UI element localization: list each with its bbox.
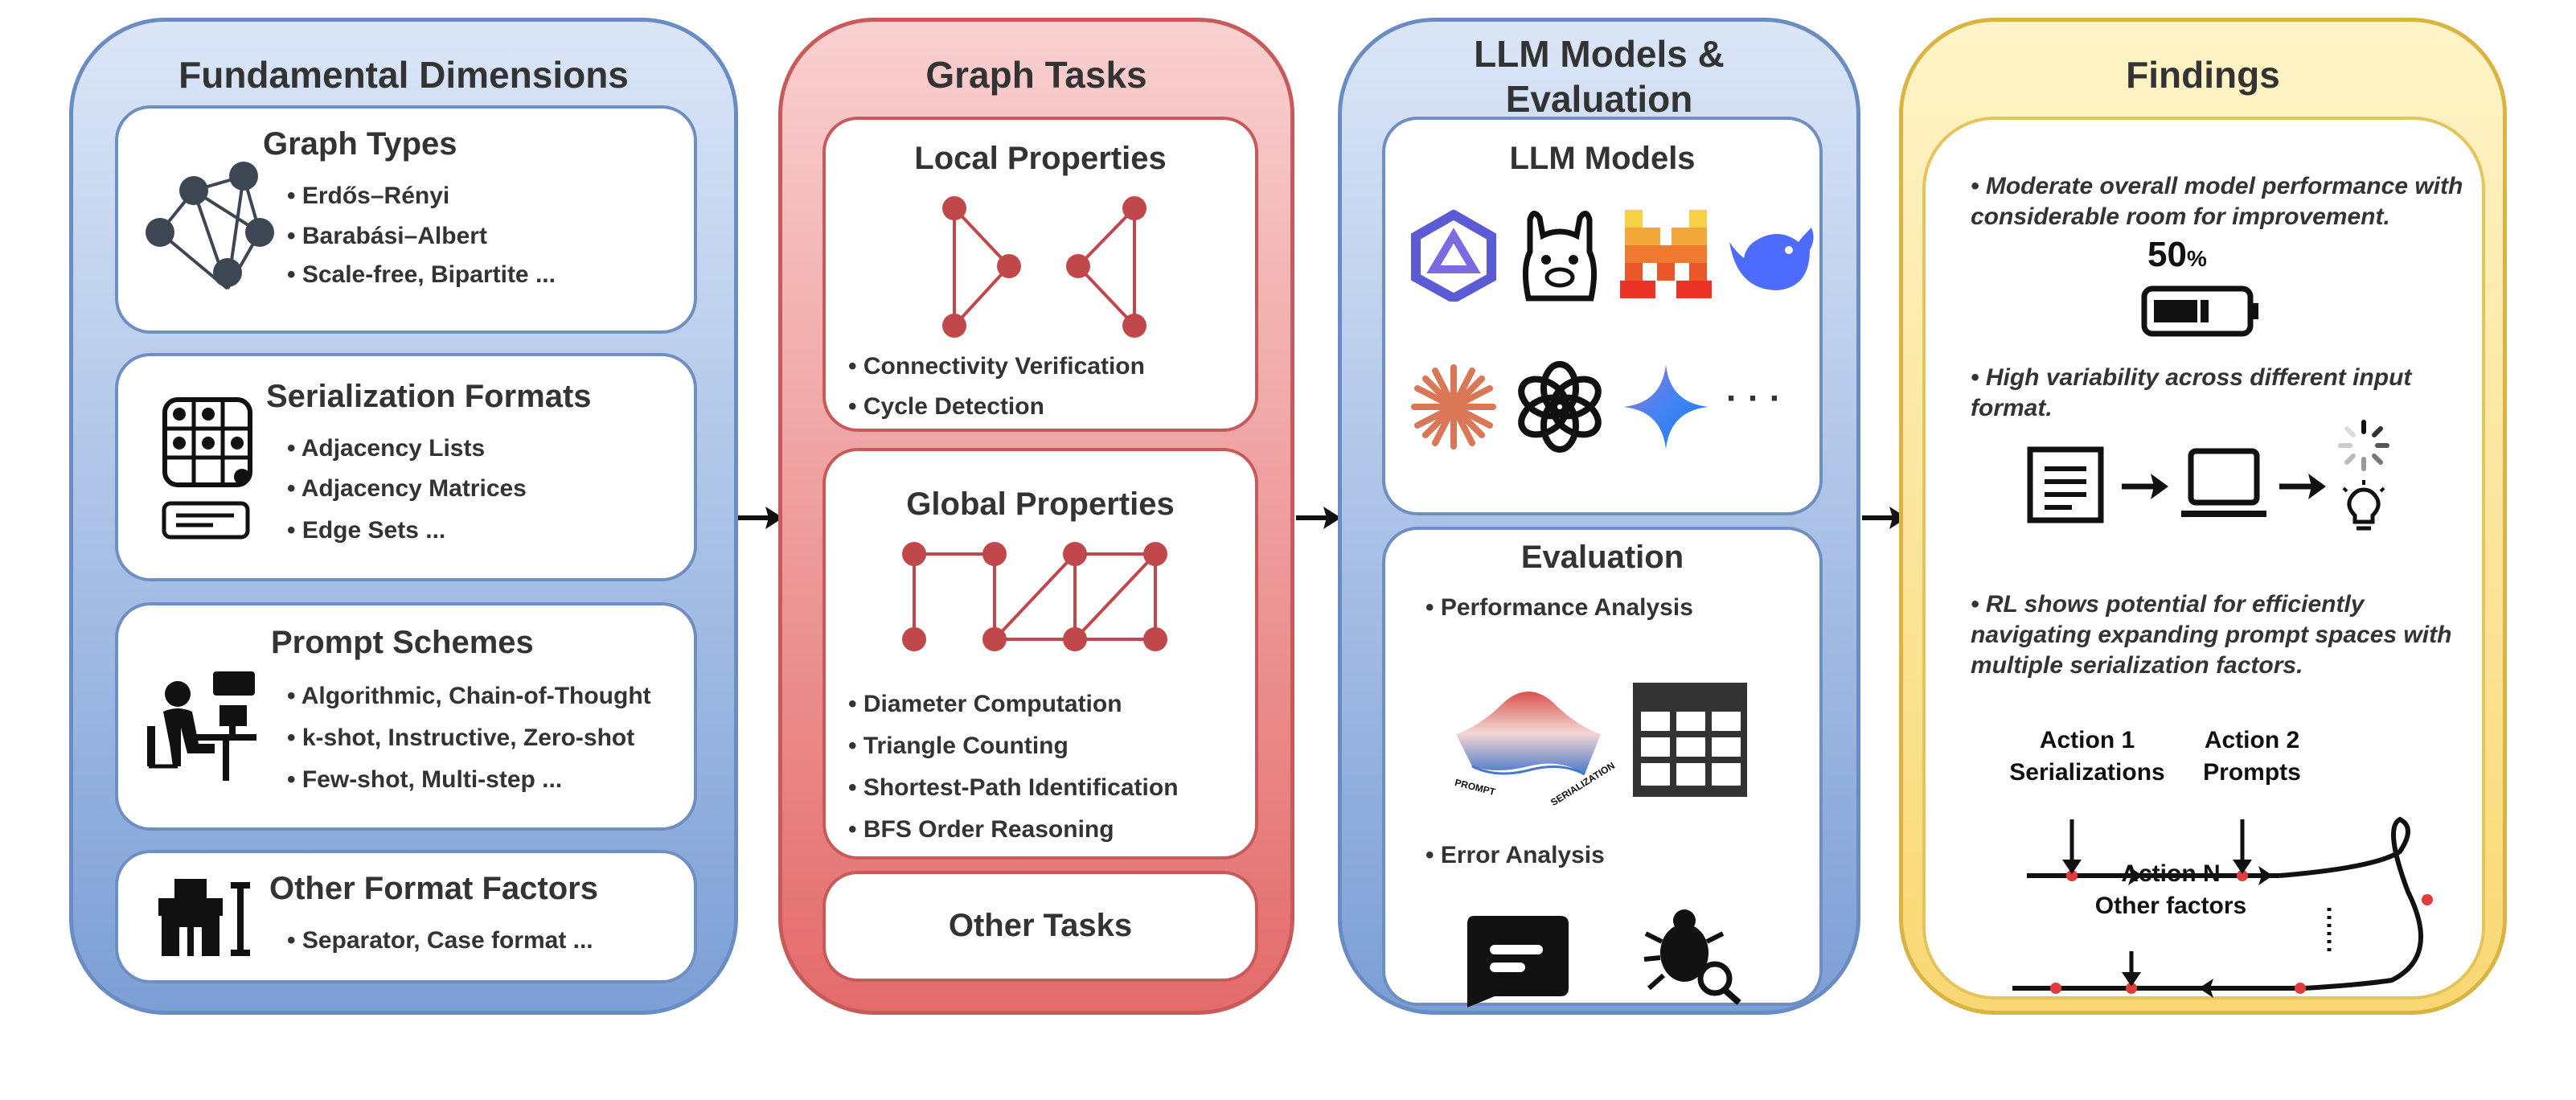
battery-value: 50%	[2147, 237, 2207, 275]
graph-type-item: Erdős–Rényi	[287, 183, 449, 210]
llm-models-title: LLM Models	[1509, 141, 1696, 176]
actionN-title: Action N	[2121, 860, 2221, 887]
graph-type-item: Scale-free, Bipartite ...	[287, 261, 556, 289]
arrow-right-icon	[2122, 474, 2168, 499]
global-task-item: Triangle Counting	[848, 733, 1069, 760]
battery-unit: %	[2186, 246, 2207, 271]
dimensions-title: Fundamental Dimensions	[178, 54, 629, 96]
tasks-title: Graph Tasks	[925, 54, 1147, 96]
prompt-schemes-card: Prompt Schemes Algorithmic, Chain-of-Tho…	[115, 602, 697, 831]
llm-title-line1: LLM Models &	[1474, 33, 1725, 75]
global-task-item: Shortest-Path Identification	[848, 774, 1179, 802]
action1-sub: Serializations	[2009, 759, 2165, 786]
gemini-icon	[1623, 364, 1708, 449]
claude-icon	[1411, 364, 1496, 449]
findings-panel: Findings • Moderate overall model perfor…	[1899, 18, 2507, 1015]
rl-action-path	[2012, 816, 2433, 998]
desk-icon	[158, 879, 250, 956]
lightbulb-icon	[2342, 480, 2385, 531]
flow-arrow-icon	[1862, 507, 1907, 529]
llm-models-card: LLM Models	[1382, 117, 1823, 515]
action1-label: Action 1 Serializations	[2003, 724, 2172, 789]
local-graph-icon	[942, 196, 1146, 338]
action2-label: Action 2 Prompts	[2196, 724, 2308, 789]
serialization-item: Adjacency Lists	[287, 435, 485, 462]
evaluation-title: Evaluation	[1520, 540, 1684, 575]
local-properties-title: Local Properties	[914, 141, 1167, 176]
graph-network-icon	[146, 162, 274, 290]
evaluation-card: Evaluation Performance Analysis PROMPT S…	[1382, 527, 1823, 1008]
finding-item: • High variability across different inpu…	[1971, 364, 2412, 421]
llama-icon	[1523, 211, 1597, 302]
prompt-scheme-item: Algorithmic, Chain-of-Thought	[287, 683, 651, 710]
battery-icon	[2141, 285, 2258, 337]
document-icon	[2027, 446, 2104, 523]
llm-panel: LLM Models & Evaluation LLM Models	[1338, 18, 1860, 1015]
local-task-item: Cycle Detection	[848, 393, 1044, 421]
arrow-right-icon	[2279, 474, 2326, 499]
graph-types-card: Graph Types Erdős–Rényi Barabási–Albert …	[115, 105, 697, 334]
battery-number: 50	[2147, 235, 2187, 274]
other-tasks-card: Other Tasks	[822, 871, 1258, 982]
action2-sub: Prompts	[2203, 759, 2301, 786]
findings-card: • Moderate overall model performance wit…	[1922, 117, 2485, 999]
llm-title-line2: Evaluation	[1505, 78, 1693, 120]
local-task-item: Connectivity Verification	[848, 353, 1145, 380]
prompt-scheme-item: Few-shot, Multi-step ...	[287, 766, 562, 794]
global-properties-title: Global Properties	[906, 486, 1175, 522]
actionN-label: Action N Other factors	[2070, 858, 2271, 922]
tasks-panel: Graph Tasks Local Properties Connectivit…	[778, 18, 1294, 1015]
other-format-item: Separator, Case format ...	[287, 927, 593, 954]
actionN-sub: Other factors	[2094, 893, 2247, 919]
prompt-schemes-title: Prompt Schemes	[271, 625, 534, 660]
table-icon	[1633, 683, 1747, 797]
laptop-icon	[2181, 448, 2266, 517]
deepseek-icon	[1729, 228, 1814, 290]
other-format-card: Other Format Factors Separator, Case for…	[115, 850, 697, 983]
dimensions-panel: Fundamental Dimensions Graph Types Erdős…	[69, 18, 738, 1015]
findings-title: Findings	[2126, 54, 2280, 96]
matrix-icon	[162, 397, 252, 487]
surface-plot-icon	[1456, 692, 1601, 776]
finding-item: • Moderate overall model performance wit…	[1971, 173, 2463, 230]
openai-icon	[1518, 361, 1602, 453]
evaluation-item: Performance Analysis	[1425, 594, 1693, 622]
person-computer-icon	[147, 671, 256, 781]
bug-search-icon	[1643, 909, 1741, 1005]
global-task-item: BFS Order Reasoning	[848, 816, 1114, 843]
serialization-card: Serialization Formats Adjacency Lists Ad…	[115, 353, 697, 581]
mistral-icon	[1620, 210, 1712, 298]
global-graph-icon	[902, 542, 1167, 651]
chat-bubble-icon	[1467, 916, 1569, 1008]
graph-type-item: Barabási–Albert	[287, 223, 487, 250]
action2-title: Action 2	[2204, 727, 2300, 753]
flow-arrow-icon	[738, 507, 783, 529]
evaluation-item: Error Analysis	[1425, 842, 1605, 869]
action1-title: Action 1	[2039, 727, 2135, 753]
qwen-icon	[1411, 210, 1496, 302]
prompt-scheme-item: k-shot, Instructive, Zero-shot	[287, 724, 634, 752]
serialization-title: Serialization Formats	[266, 379, 592, 414]
loading-spinner-icon	[2338, 420, 2389, 471]
more-models-ellipsis: · · ·	[1726, 379, 1782, 418]
serialization-item: Adjacency Matrices	[287, 475, 527, 503]
serialization-item: Edge Sets ...	[287, 517, 445, 544]
local-properties-card: Local Properties Connectivity Verificati…	[822, 117, 1258, 432]
other-format-title: Other Format Factors	[269, 871, 598, 906]
text-card-icon	[162, 501, 250, 540]
global-properties-card: Global Properties Diameter Computation T…	[822, 448, 1258, 860]
flow-arrow-icon	[1296, 507, 1341, 529]
graph-types-title: Graph Types	[263, 126, 457, 162]
finding-item: • RL shows potential for efficiently nav…	[1971, 591, 2452, 679]
other-tasks-title: Other Tasks	[948, 908, 1133, 943]
global-task-item: Diameter Computation	[848, 691, 1122, 718]
